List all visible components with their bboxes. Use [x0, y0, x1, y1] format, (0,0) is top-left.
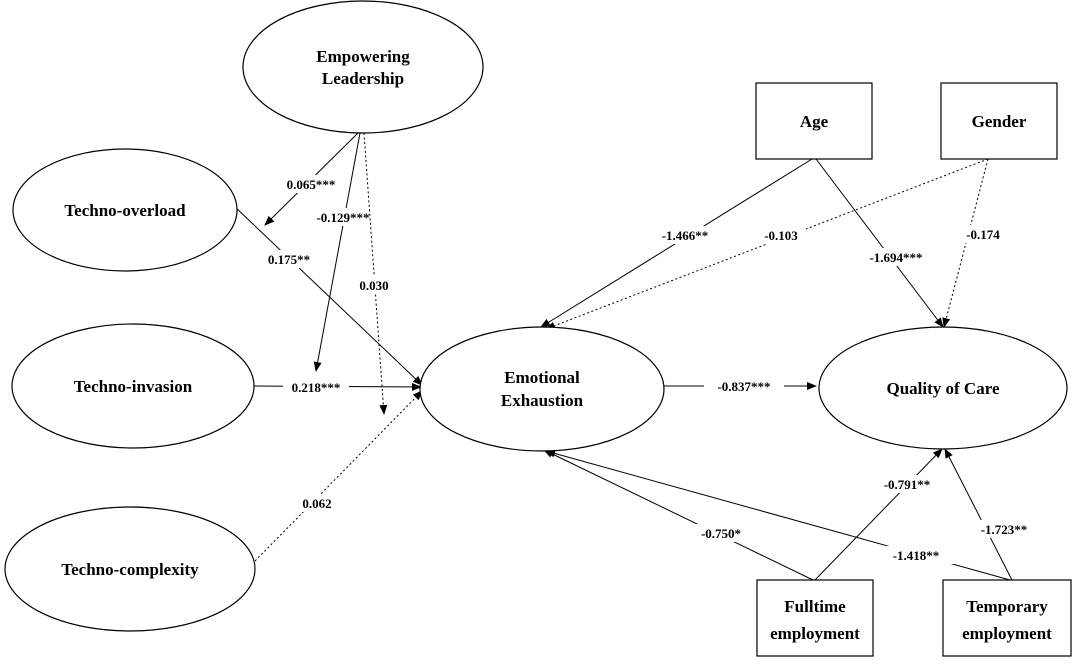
edge-empowering-leadership-to-emotional-exhaustion: 0.030 — [354, 132, 394, 415]
edge-fulltime-employment-to-quality-of-care: -0.791** — [814, 448, 943, 581]
edge-age-to-quality-of-care: -1.694*** — [815, 158, 944, 328]
edge-label: -1.418** — [893, 548, 940, 563]
node-label-line1: Fulltime — [784, 597, 846, 616]
edge-techno-overload-to-emotional-exhaustion: 0.175** — [233, 205, 423, 386]
node-label: Techno-invasion — [74, 377, 193, 396]
edge-empowering-leadership-to-techno-overload: 0.065*** — [264, 132, 359, 226]
node-label-line2: Leadership — [322, 69, 404, 88]
edge-label: -0.791** — [884, 477, 931, 492]
edge-techno-invasion-to-emotional-exhaustion: 0.218*** — [253, 378, 422, 396]
edge-temporary-employment-to-emotional-exhaustion: -1.418** — [545, 449, 1011, 581]
node-label-line2: employment — [962, 624, 1052, 643]
edges: 0.065*** -0.129*** 0.030 0.175** 0.218**… — [233, 132, 1042, 581]
edge-label: -0.103 — [764, 228, 798, 243]
edge-label: -0.129*** — [316, 210, 369, 225]
node-label: Quality of Care — [886, 379, 999, 398]
edge-empowering-leadership-to-techno-invasion: -0.129*** — [305, 132, 381, 372]
node-quality-of-care: Quality of Care — [818, 326, 1068, 450]
edge-label: -0.174 — [966, 227, 1000, 242]
node-label-line2: employment — [770, 624, 860, 643]
edge-label: -1.694*** — [869, 250, 922, 265]
edge-label: 0.218*** — [292, 380, 341, 395]
edge-fulltime-employment-to-emotional-exhaustion: -0.750* — [543, 449, 814, 581]
node-gender: Gender — [940, 82, 1058, 160]
edge-label: -1.466** — [662, 228, 709, 243]
edge-gender-to-emotional-exhaustion: -0.103 — [545, 158, 989, 330]
node-age: Age — [755, 82, 873, 160]
edge-gender-to-quality-of-care: -0.174 — [942, 158, 1008, 328]
node-label-line2: Exhaustion — [501, 391, 584, 410]
node-label: Techno-complexity — [61, 560, 199, 579]
node-emotional-exhaustion: Emotional Exhaustion — [419, 326, 665, 452]
edge-temporary-employment-to-quality-of-care: -1.723** — [944, 448, 1042, 581]
edge-label: 0.062 — [302, 496, 331, 511]
node-techno-invasion: Techno-invasion — [11, 323, 255, 449]
node-label: Gender — [972, 112, 1027, 131]
node-techno-overload: Techno-overload — [12, 148, 238, 272]
edge-emotional-exhaustion-to-quality-of-care: -0.837*** — [664, 377, 817, 395]
edge-label: -0.837*** — [717, 379, 770, 394]
edge-label: 0.065*** — [287, 177, 336, 192]
edge-label: -0.750* — [701, 526, 741, 541]
edge-techno-complexity-to-emotional-exhaustion: 0.062 — [254, 390, 423, 562]
node-fulltime-employment: Fulltime employment — [756, 579, 874, 657]
node-label-line1: Emotional — [504, 368, 580, 387]
node-label: Age — [800, 112, 829, 131]
node-label-line1: Empowering — [316, 47, 410, 66]
node-empowering-leadership: Empowering Leadership — [242, 0, 484, 134]
node-label-line1: Temporary — [966, 597, 1048, 616]
edge-label: -1.723** — [981, 522, 1028, 537]
nodes: Empowering Leadership Techno-overload Te… — [4, 0, 1072, 657]
node-label: Techno-overload — [64, 201, 186, 220]
edge-age-to-emotional-exhaustion: -1.466** — [540, 158, 813, 328]
edge-label: 0.175** — [268, 252, 310, 267]
edge-label: 0.030 — [359, 278, 388, 293]
node-temporary-employment: Temporary employment — [942, 579, 1072, 657]
node-techno-complexity: Techno-complexity — [4, 506, 256, 632]
